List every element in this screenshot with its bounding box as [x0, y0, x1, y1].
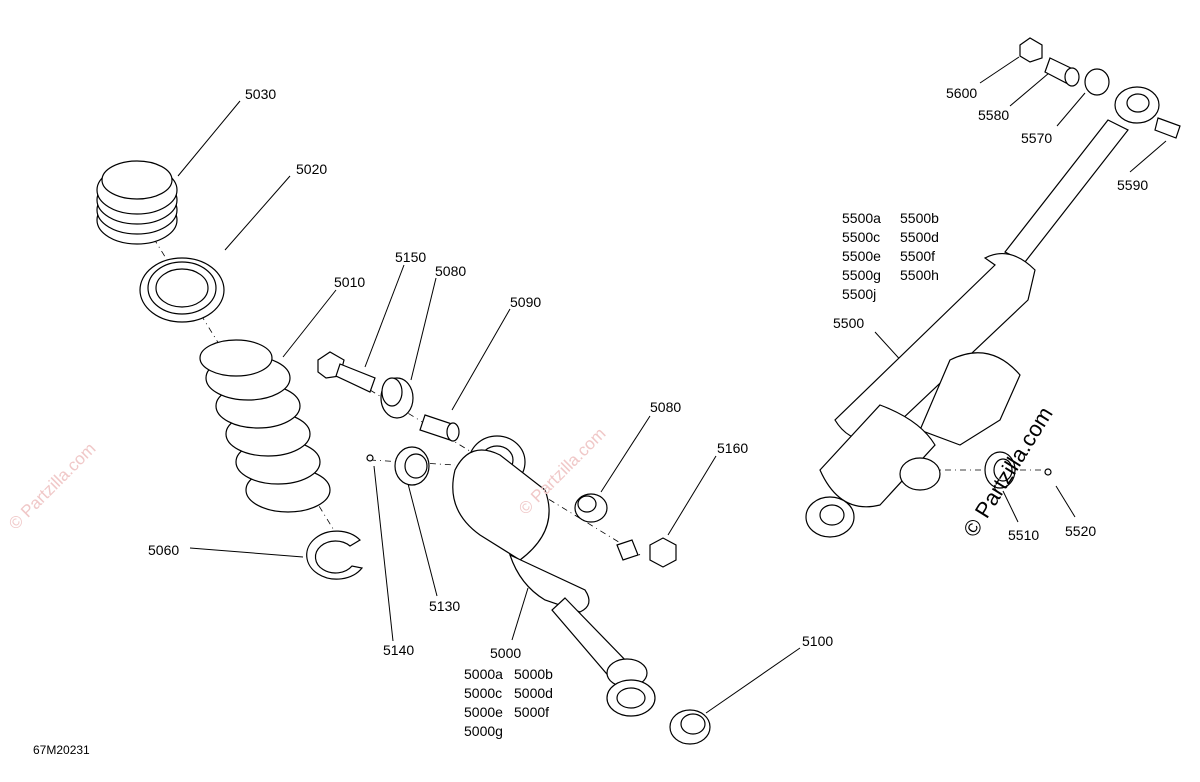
nut-5600: [1019, 37, 1043, 63]
variant-label: 5000e: [464, 704, 503, 720]
variant-label: 5500j: [842, 286, 877, 302]
callout-5500: 5500: [833, 315, 865, 331]
callout-5590: 5590: [1117, 177, 1149, 193]
spring-5010: [199, 339, 331, 513]
variant-label: 5500h: [900, 267, 939, 283]
variant-label: 5500e: [842, 248, 881, 264]
callout-5150: 5150: [395, 249, 427, 265]
variant-label: 5500d: [900, 229, 939, 245]
variant-label: 5500a: [842, 210, 881, 226]
bushing-5080-right: [574, 493, 608, 523]
leader-lines: [177, 56, 1167, 714]
variant-label: 5500f: [900, 248, 936, 264]
small-bolt: [616, 539, 639, 561]
callout-5080: 5080: [650, 399, 682, 415]
callout-5520: 5520: [1065, 523, 1097, 539]
callout-5100: 5100: [802, 633, 834, 649]
spring-5030: [96, 160, 178, 245]
callout-5510: 5510: [1008, 527, 1040, 543]
sleeve-5090: [419, 414, 460, 442]
nut-5160: [649, 537, 677, 568]
callout-5140: 5140: [383, 642, 415, 658]
spacer-5580: [1044, 57, 1080, 87]
shock-absorber-5500: [805, 86, 1160, 538]
callout-5090: 5090: [510, 294, 542, 310]
callout-5080: 5080: [435, 263, 467, 279]
bolt-5590: [1154, 117, 1181, 139]
callout-5160: 5160: [717, 440, 749, 456]
callout-5020: 5020: [296, 161, 328, 177]
variant-label: 5500b: [900, 210, 939, 226]
variant-label: 5500g: [842, 267, 881, 283]
screw-5140: [366, 454, 374, 462]
variant-label: 5000d: [514, 685, 553, 701]
callout-5060: 5060: [148, 542, 180, 558]
callout-5030: 5030: [245, 86, 277, 102]
diagram-id: 67M20231: [33, 743, 90, 757]
clip-5060: [306, 530, 364, 580]
variant-label: 5000g: [464, 723, 503, 739]
screw-5520: [1044, 468, 1052, 476]
variant-label: 5500c: [842, 229, 881, 245]
variant-label: 5000c: [464, 685, 503, 701]
callout-5130: 5130: [429, 598, 461, 614]
adjuster-5510: [984, 451, 1016, 489]
callout-5000: 5000: [490, 645, 522, 661]
bushing-5570: [1084, 68, 1110, 96]
bushing-5080-left: [380, 377, 414, 419]
bushing-5100: [669, 709, 711, 745]
bolt-5150: [317, 351, 376, 393]
variant-label: 5000b: [514, 666, 553, 682]
adjuster-5130: [394, 446, 430, 486]
callout-5570: 5570: [1021, 130, 1053, 146]
variant-label: 5000a: [464, 666, 503, 682]
ring-5020: [139, 257, 225, 323]
callout-5600: 5600: [946, 85, 978, 101]
callout-5010: 5010: [334, 274, 366, 290]
callout-5580: 5580: [978, 107, 1010, 123]
variant-label: 5000f: [514, 704, 550, 720]
shock-absorber-5000: [452, 435, 656, 717]
